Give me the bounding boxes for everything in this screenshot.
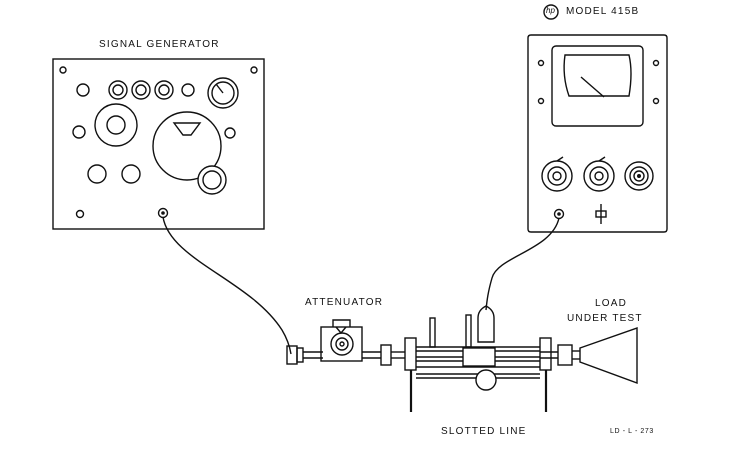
- coax-connector: [296, 347, 304, 363]
- input-knob-ring: [629, 166, 649, 186]
- knob: [131, 80, 151, 100]
- attenuator-label: ATTENUATOR: [305, 297, 384, 308]
- mount-hole: [250, 66, 258, 74]
- mount-hole: [537, 59, 545, 67]
- fine-tune-knob: [197, 165, 227, 195]
- coax-connector: [380, 344, 392, 366]
- meter-cable: [485, 217, 560, 311]
- small-knob: [76, 83, 90, 97]
- attenuator-dial: [330, 332, 354, 356]
- hp-logo-text: hp: [546, 6, 555, 15]
- range-knob: [541, 160, 573, 192]
- dial-knob: [207, 77, 239, 109]
- drawing-number: LD - L - 273: [610, 428, 654, 435]
- meter-panel: [527, 34, 668, 233]
- load-horn: [557, 327, 638, 385]
- load-label: LOAD: [595, 298, 628, 309]
- mount-hole: [652, 97, 660, 105]
- mount-hole: [537, 97, 545, 105]
- signal-generator: [52, 58, 265, 230]
- knob-center: [135, 84, 147, 96]
- large-knob-center: [106, 115, 126, 135]
- input-knob: [624, 161, 654, 191]
- generator-cable: [162, 216, 292, 355]
- dial-pointer: [215, 83, 224, 94]
- fine-tune-knob-inner: [202, 170, 222, 190]
- meter-window-frame: [551, 45, 644, 127]
- meter-model-label: MODEL 415B: [566, 6, 640, 17]
- attenuator-dial-hub: [339, 341, 345, 347]
- dial-window: [172, 122, 202, 136]
- mount-hole: [652, 59, 660, 67]
- knob: [108, 80, 128, 100]
- input-knob-center: [637, 174, 641, 178]
- knob-center: [112, 84, 124, 96]
- gain-knob-hub: [594, 171, 604, 181]
- range-knob-pointer: [556, 156, 564, 162]
- toggle-switch-body: [595, 210, 607, 218]
- mount-hole: [59, 66, 67, 74]
- slotted-line-post: [465, 314, 472, 348]
- probe-body: [477, 305, 495, 343]
- attenuator-top: [332, 319, 351, 327]
- coax-connector: [286, 345, 298, 365]
- signal-generator-label: SIGNAL GENERATOR: [99, 39, 220, 50]
- range-knob-hub: [552, 171, 562, 181]
- input-knob-ring-inner: [633, 170, 645, 182]
- hp-415b-meter: [527, 34, 668, 233]
- knob: [154, 80, 174, 100]
- signal-generator-panel: [52, 58, 265, 230]
- slotted-line-end-block: [404, 337, 417, 371]
- dial-knob-inner: [211, 81, 235, 105]
- range-knob-inner: [547, 166, 567, 186]
- probe-carriage: [462, 347, 496, 367]
- gain-knob: [583, 160, 615, 192]
- frequency-dial: [152, 111, 222, 181]
- horn-flange: [557, 344, 573, 366]
- small-knob: [224, 127, 236, 139]
- attenuator-dial-inner: [335, 337, 349, 351]
- knob: [121, 164, 141, 184]
- under-test-label: UNDER TEST: [567, 313, 643, 324]
- large-knob: [94, 103, 138, 147]
- small-knob: [181, 83, 195, 97]
- rf-output-pin: [161, 211, 165, 215]
- horn-antenna: [579, 327, 638, 385]
- knob: [87, 164, 107, 184]
- slotted-line: [404, 305, 558, 412]
- gain-knob-inner: [589, 166, 609, 186]
- mount-hole: [75, 209, 85, 219]
- hp-logo: [543, 4, 559, 20]
- meter-face: [563, 54, 632, 97]
- meter-needle: [580, 76, 605, 98]
- slotted-line-end-block: [539, 337, 552, 371]
- slotted-line-label: SLOTTED LINE: [441, 426, 527, 437]
- carriage-knob: [475, 369, 497, 391]
- knob-center: [158, 84, 170, 96]
- attenuator-assembly: [286, 319, 405, 366]
- slotted-line-post: [429, 317, 436, 348]
- small-knob: [72, 125, 86, 139]
- attenuator-body: [320, 326, 363, 362]
- meter-input-pin: [557, 212, 561, 216]
- attenuator-clamp: [335, 326, 347, 335]
- gain-knob-pointer: [598, 156, 606, 162]
